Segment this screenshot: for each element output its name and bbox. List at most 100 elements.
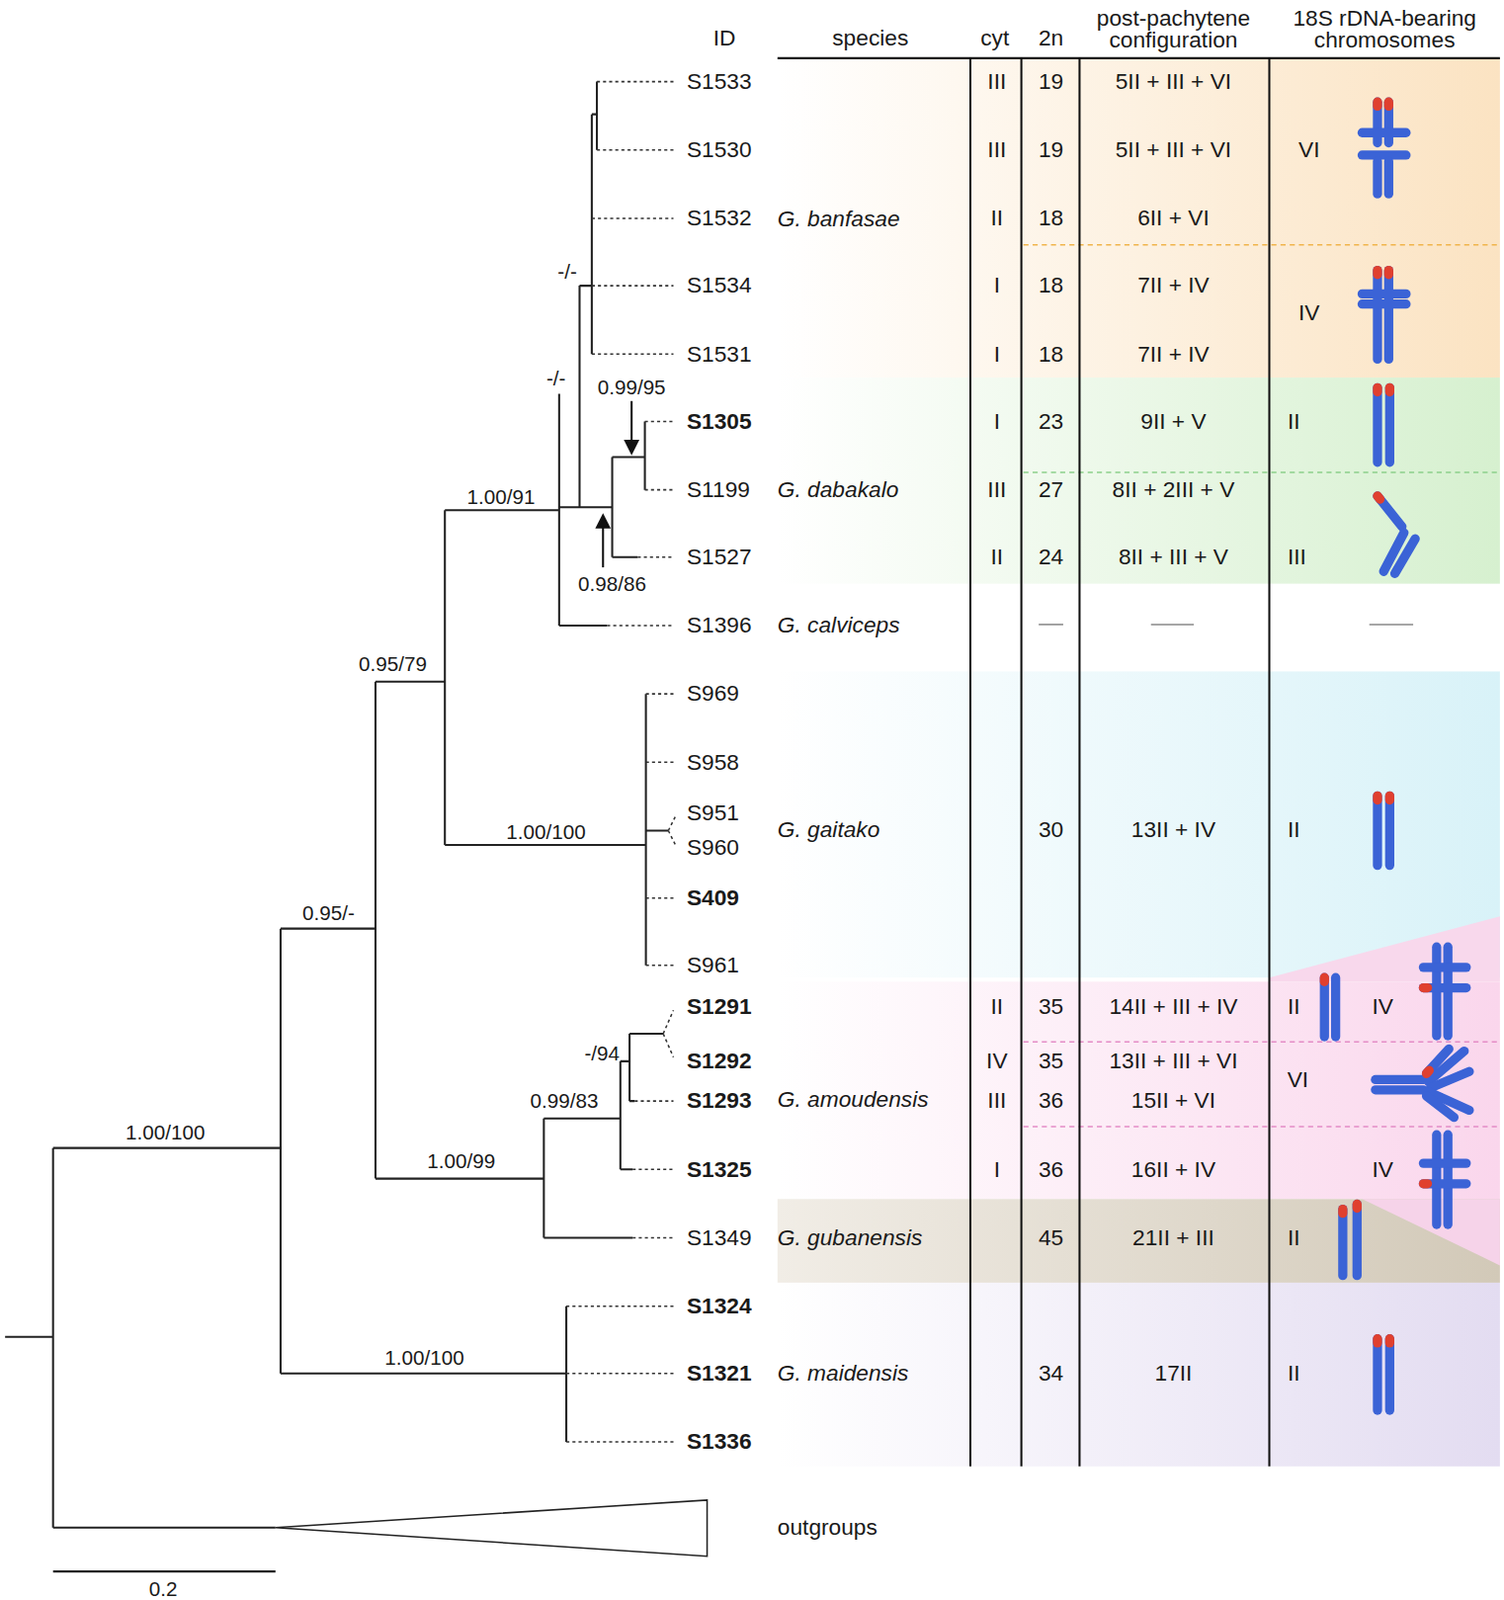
chromosome-rod xyxy=(1426,1095,1455,1118)
label-text: S961 xyxy=(686,953,740,977)
chromosome-rod xyxy=(1422,983,1466,993)
chromosome-rod xyxy=(1352,1203,1362,1275)
chromosome-rod xyxy=(1372,387,1382,462)
label-text: IV xyxy=(1298,302,1320,326)
chromosome-rod xyxy=(1372,1338,1382,1411)
chromosome-rod xyxy=(1384,161,1394,194)
chromosome-rod xyxy=(1372,795,1382,865)
support-value: -/94 xyxy=(584,1042,620,1064)
chromosome-rod xyxy=(1422,962,1466,972)
chromosome-rod xyxy=(1422,1158,1466,1168)
support-value: 0.2 xyxy=(149,1578,178,1599)
label-text: cyt xyxy=(980,27,1009,51)
chromosome-rod xyxy=(1384,270,1394,275)
support-value: 1.00/100 xyxy=(505,821,585,842)
chromosome-rod xyxy=(1385,1338,1395,1411)
label-text: 16II + IV xyxy=(1131,1158,1216,1181)
chromosome-rod xyxy=(1426,1070,1430,1074)
label-text: 21II + III xyxy=(1132,1226,1215,1250)
label-text: S1325 xyxy=(686,1158,752,1181)
label-text: I xyxy=(994,342,1001,366)
label-text: S1396 xyxy=(686,614,752,638)
support-value: 0.98/86 xyxy=(578,573,647,594)
chromosome-rod xyxy=(1372,270,1382,275)
label-text: S1324 xyxy=(686,1294,752,1318)
label-text: S1336 xyxy=(686,1430,752,1454)
support-value: 0.99/83 xyxy=(530,1090,599,1112)
label-text: I xyxy=(994,1158,1001,1181)
label-text: VI xyxy=(1287,1068,1309,1091)
label-text: 14II + III + IV xyxy=(1108,996,1238,1019)
label-text: S409 xyxy=(686,886,740,910)
label-text: S1292 xyxy=(686,1050,752,1074)
label-text: S1293 xyxy=(686,1089,752,1113)
label-text: S1530 xyxy=(686,138,752,162)
label-text: 8II + III + V xyxy=(1118,545,1229,569)
label-text: I xyxy=(994,410,1001,433)
label-text: 7II + IV xyxy=(1137,274,1210,298)
chromosome-rod xyxy=(1361,299,1406,309)
label-text: G. amoudensis xyxy=(777,1088,929,1112)
label-text: 2n xyxy=(1038,27,1064,51)
label-text: 34 xyxy=(1038,1361,1064,1385)
label-text: II xyxy=(1287,410,1301,433)
chromosome-rod xyxy=(1331,977,1340,1037)
label-text: 30 xyxy=(1038,818,1064,841)
label-text: 15II + VI xyxy=(1131,1089,1216,1113)
label-text: II xyxy=(1287,1226,1301,1250)
label-text: outgroups xyxy=(777,1515,878,1539)
chromosome-rod xyxy=(1385,795,1395,800)
label-text: 9II + V xyxy=(1140,410,1206,433)
support-value: -/- xyxy=(546,368,567,390)
chromosome-rod xyxy=(1372,270,1382,360)
label-text: 36 xyxy=(1038,1158,1064,1181)
label-text: II xyxy=(1287,1361,1301,1385)
label-text: G. gubanensis xyxy=(777,1226,922,1250)
label-text: II xyxy=(990,207,1003,231)
label-text: 45 xyxy=(1038,1226,1064,1250)
chromosome-rod xyxy=(1361,289,1406,299)
label-text: S958 xyxy=(686,751,740,774)
chromosome-rod xyxy=(1430,1071,1470,1088)
label-text: S1291 xyxy=(686,996,752,1019)
label-text: G. banfasae xyxy=(777,208,901,232)
label-text: III xyxy=(1287,545,1307,569)
chromosome-rod xyxy=(1377,496,1381,500)
chromosome-rod xyxy=(1361,128,1406,138)
chromosome-rod xyxy=(1372,795,1382,800)
support-value: 1.00/100 xyxy=(384,1346,464,1368)
chromosome-rod xyxy=(1372,1338,1382,1343)
label-text: G. calviceps xyxy=(777,614,901,638)
support-value: 1.00/100 xyxy=(125,1122,205,1144)
chromosome-rod xyxy=(1385,387,1395,392)
chromosome-rod xyxy=(1337,1209,1347,1214)
chromosome-rod xyxy=(1372,387,1382,392)
label-text: S1199 xyxy=(686,478,751,502)
label-text: IV xyxy=(986,1050,1007,1074)
label-text: II xyxy=(990,545,1003,569)
support-value: 0.95/- xyxy=(302,903,355,924)
chromosome-rod xyxy=(1320,977,1330,1037)
chromosome-rod xyxy=(1385,795,1395,865)
chromosome-rod xyxy=(1375,1075,1424,1085)
chromosome-rod xyxy=(1361,150,1406,160)
label-text: S969 xyxy=(686,682,740,706)
label-text: IV xyxy=(1371,996,1393,1019)
label-text: S1532 xyxy=(686,207,752,231)
label-text: 19 xyxy=(1038,70,1064,93)
support-value: 0.95/79 xyxy=(358,654,427,675)
label-text: II xyxy=(1287,996,1301,1019)
label-text: S1305 xyxy=(686,410,752,433)
chromosome-rod xyxy=(1426,1048,1450,1074)
label-text: 36 xyxy=(1038,1089,1064,1113)
label-text: S1527 xyxy=(686,545,752,569)
label-text: S1321 xyxy=(686,1361,752,1385)
label-text: IV xyxy=(1371,1158,1393,1181)
label-text: S951 xyxy=(686,802,740,826)
chromosome-rod xyxy=(1352,1203,1362,1208)
label-text: 13II + III + VI xyxy=(1108,1050,1238,1074)
chromosome-rod xyxy=(1377,496,1403,527)
chromosome-rod xyxy=(1372,161,1382,194)
label-text: S1349 xyxy=(686,1226,752,1250)
label-text: II xyxy=(1287,818,1301,841)
